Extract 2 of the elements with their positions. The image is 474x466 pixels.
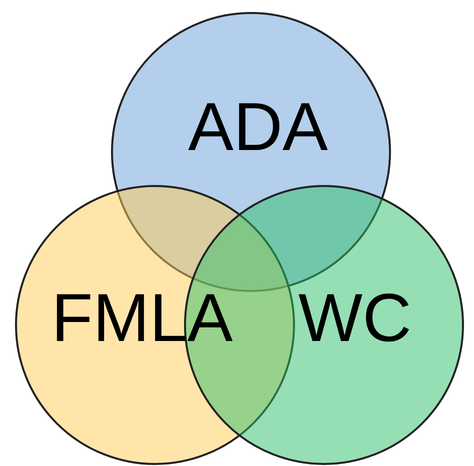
- set-label: WC: [298, 284, 412, 352]
- set-label: ADA: [188, 93, 328, 161]
